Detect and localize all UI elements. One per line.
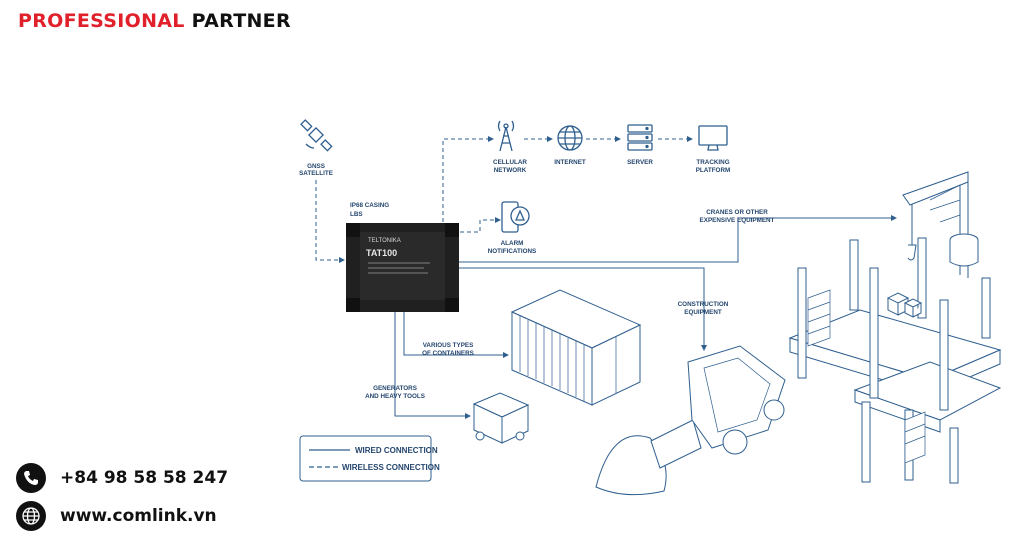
label-cranes-1: CRANES OR OTHER [706,209,768,216]
legend-wireless-label: WIRELESS CONNECTION [342,463,440,472]
label-server: SERVER [627,159,653,166]
connection-lines [315,136,897,419]
label-construction-2: EQUIPMENT [684,309,722,316]
monitor-icon [698,125,728,151]
phone-alarm-icon [501,201,530,233]
container-link [403,312,509,358]
label-internet: INTERNET [554,159,586,166]
globe-icon [557,125,583,151]
satellite-link [315,180,345,263]
label-tracking-2: PLATFORM [696,167,731,174]
label-alarm-1: ALARM [501,240,524,247]
label-containers-1: VARIOUS TYPES [423,342,474,349]
label-gnss-2: SATELLITE [299,170,333,177]
legend-wired-label: WIRED CONNECTION [355,446,438,455]
globe-icon [16,501,46,531]
container-illustration [510,289,642,406]
cellular-link [442,136,494,222]
contact-website: www.comlink.vn [16,501,217,531]
label-generators-1: GENERATORS [373,385,417,392]
generator-link [394,312,471,419]
label-generators-2: AND HEAVY TOOLS [365,393,425,400]
label-gnss-1: GNSS [307,163,325,170]
label-alarm-2: NOTIFICATIONS [488,248,537,255]
label-casing-1: IP68 CASING [350,202,389,209]
server-icon [627,124,653,151]
satellite-icon [300,119,333,152]
label-tracking-1: TRACKING [696,159,729,166]
label-construction-1: CONSTRUCTION [678,301,729,308]
contact-phone: +84 98 58 58 247 [16,463,228,493]
loader-illustration [595,345,786,496]
brand-title-red: PROFESSIONAL [18,10,185,32]
brand-title-dark: PARTNER [191,10,291,32]
label-containers-2: OF CONTAINERS [422,350,474,357]
legend: WIRED CONNECTION WIRELESS CONNECTION [299,435,440,482]
label-cellular-1: CELLULAR [493,159,527,166]
device-brand: TELTONIKA [368,238,401,244]
construction-site-illustration [788,171,1002,484]
tracker-device: TELTONIKA TAT100 [346,223,459,312]
phone-icon [16,463,46,493]
generator-illustration [472,392,530,444]
website-url[interactable]: www.comlink.vn [60,506,217,526]
crane-link [458,215,897,263]
brand-title: PROFESSIONAL PARTNER [18,10,291,32]
cell-tower-icon [497,120,515,152]
label-casing-2: LBS [350,211,363,218]
label-cranes-2: EXPENSIVE EQUIPMENT [700,217,775,224]
phone-number: +84 98 58 58 247 [60,468,229,488]
device-model: TAT100 [366,248,397,258]
alarm-link [460,217,501,233]
label-cellular-2: NETWORK [494,167,527,174]
construction-link [458,267,707,351]
